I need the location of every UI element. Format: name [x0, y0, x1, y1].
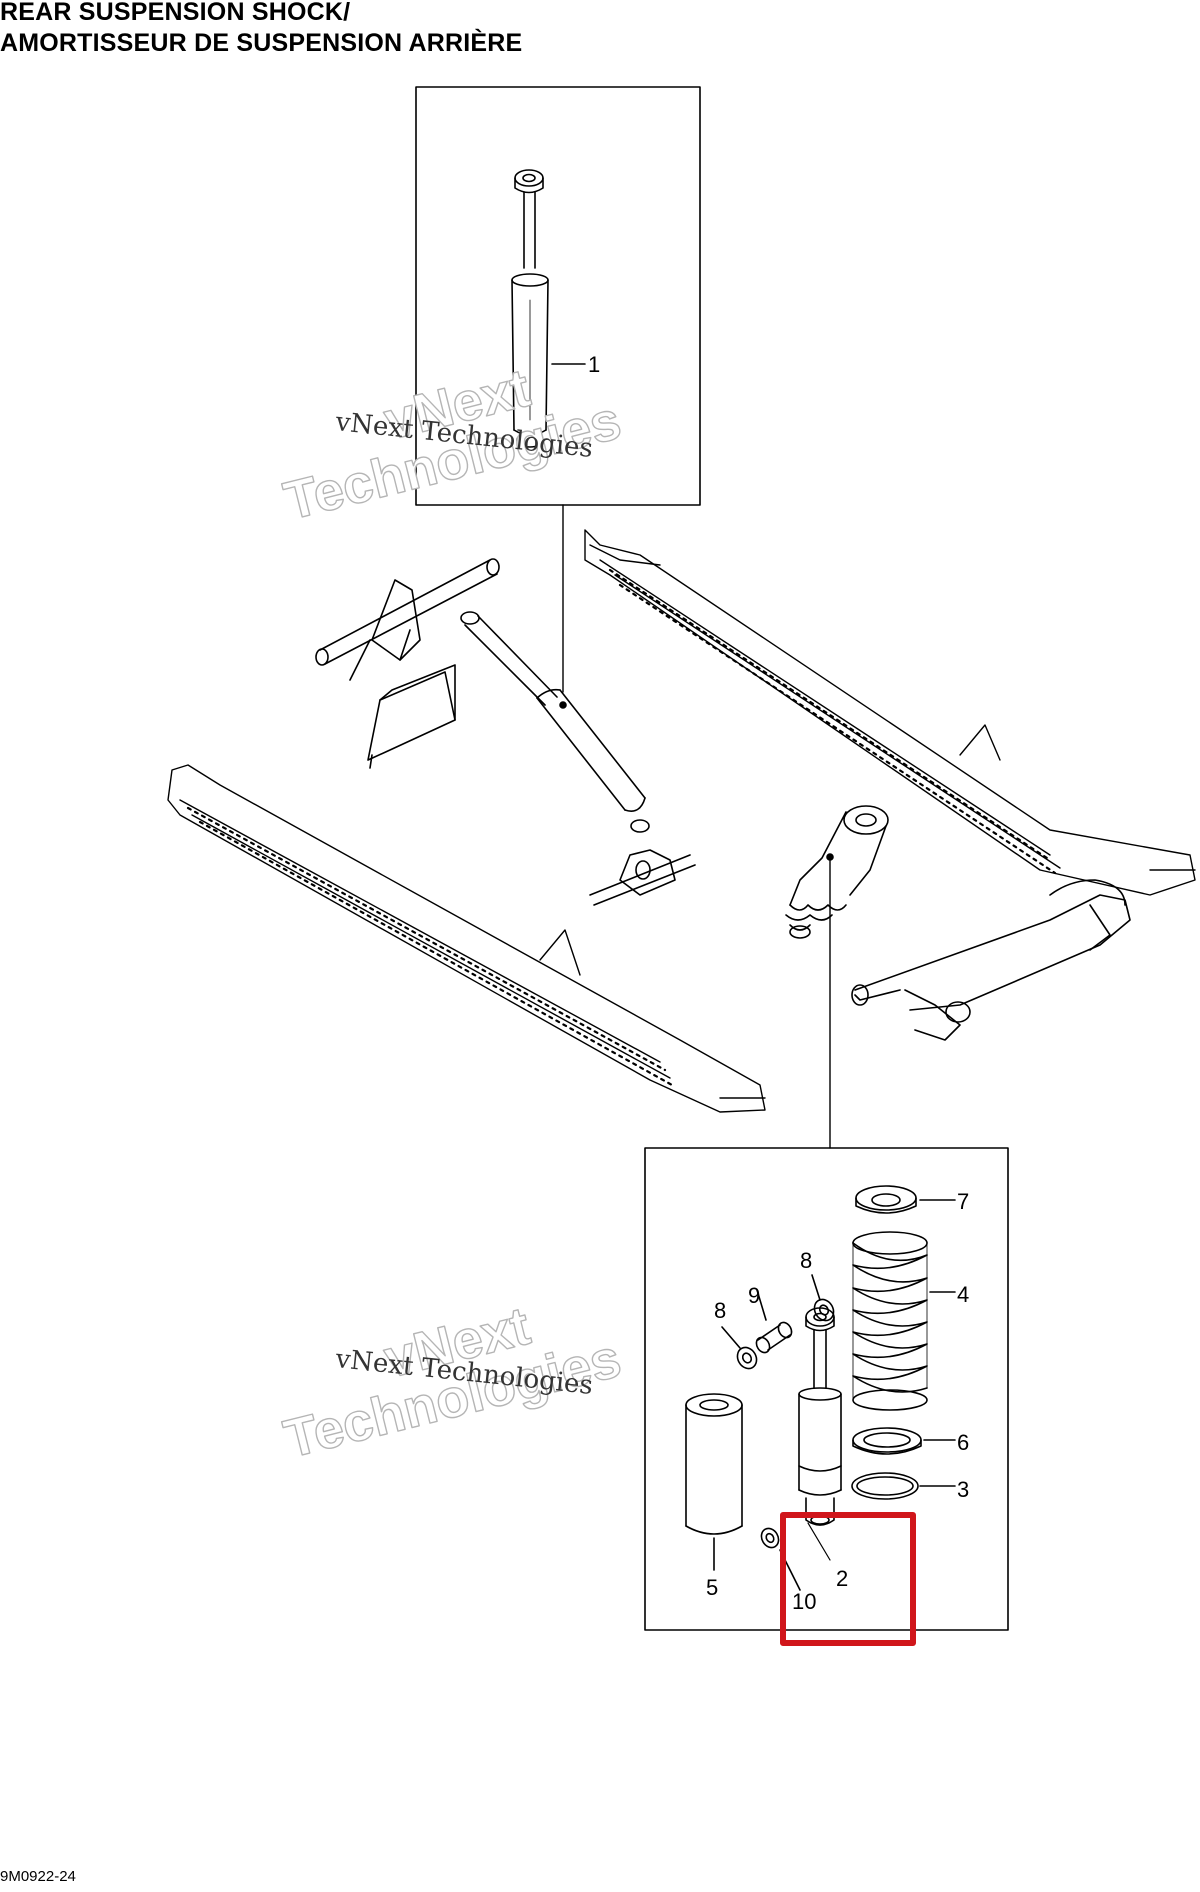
- callout-5[interactable]: 5: [706, 1575, 718, 1600]
- drawing-reference-code: 9M0922-24: [0, 1868, 76, 1885]
- callout-3[interactable]: 3: [957, 1477, 969, 1502]
- callout-9[interactable]: 9: [748, 1283, 760, 1308]
- front-cross-shaft: [315, 558, 500, 769]
- coil-spring-part-4[interactable]: [852, 1231, 956, 1411]
- bushing-part-10[interactable]: [758, 1525, 801, 1591]
- spring-seat-part-6[interactable]: [852, 1427, 956, 1455]
- damper-part-2[interactable]: [798, 1307, 842, 1561]
- rear-arm-assembly: [851, 879, 1131, 1041]
- bushing-part-8-right[interactable]: [811, 1274, 838, 1324]
- callout-2[interactable]: 2: [836, 1566, 848, 1591]
- bushing-part-8-left[interactable]: [721, 1326, 760, 1372]
- boot-part-5[interactable]: [685, 1393, 743, 1571]
- shock-absorber-part-1[interactable]: [511, 169, 586, 448]
- callout-6[interactable]: 6: [957, 1430, 969, 1455]
- diagram-title-english: REAR SUSPENSION SHOCK/: [0, 0, 351, 26]
- upper-detail-box: [415, 86, 701, 693]
- callout-4[interactable]: 4: [957, 1282, 969, 1307]
- diagram-title-french: AMORTISSEUR DE SUSPENSION ARRIÈRE: [0, 29, 523, 57]
- left-slide-rail: [167, 764, 766, 1113]
- lower-detail-box: [644, 1147, 1009, 1631]
- callout-7[interactable]: 7: [957, 1189, 969, 1214]
- assembly-rear-shock: [785, 805, 889, 1149]
- watermark-bottom: vNext Technologies vNext Technologies: [278, 1295, 628, 1470]
- assembly-shock-front: [460, 611, 650, 833]
- rear-shock-mount: [589, 849, 696, 906]
- highlight-box: [780, 1512, 916, 1646]
- callout-10[interactable]: 10: [792, 1589, 816, 1614]
- callout-8-right[interactable]: 8: [800, 1248, 812, 1273]
- callout-1[interactable]: 1: [588, 352, 600, 377]
- spring-stopper-part-7[interactable]: [855, 1185, 956, 1214]
- sleeve-part-9[interactable]: [754, 1289, 794, 1355]
- ring-part-3[interactable]: [851, 1472, 956, 1500]
- callout-8-left[interactable]: 8: [714, 1298, 726, 1323]
- right-slide-rail: [584, 529, 1196, 896]
